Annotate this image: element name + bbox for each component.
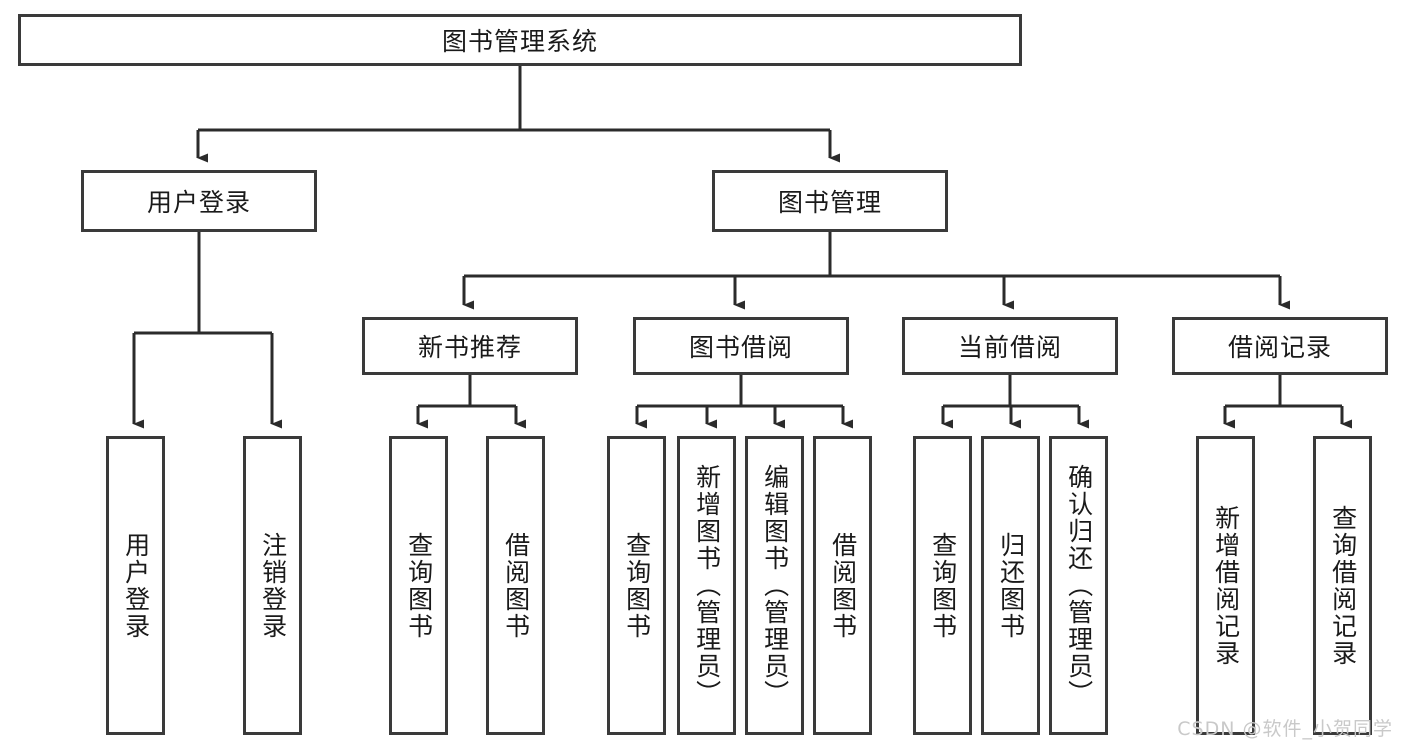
node-book-borrow-label: 图书借阅 <box>688 333 793 362</box>
node-borrow-record-label: 借阅记录 <box>1227 333 1332 362</box>
node-root[interactable]: 图书管理系统 <box>18 14 1022 66</box>
leaf-label: 查询图书 <box>622 531 652 640</box>
node-user-login[interactable]: 用户登录 <box>81 170 317 232</box>
leaf-label: 查询图书 <box>404 531 434 640</box>
node-current-borrow-label: 当前借阅 <box>957 333 1062 362</box>
leaf-label: 查询图书 <box>928 531 958 640</box>
node-book-management-label: 图书管理 <box>777 188 882 217</box>
node-root-label: 图书管理系统 <box>441 27 598 56</box>
leaf-label: 借阅图书 <box>828 531 858 640</box>
leaf-node[interactable]: 注销登录 <box>243 436 302 735</box>
leaf-node[interactable]: 查询图书 <box>913 436 972 735</box>
leaf-label: 编辑图书（管理员） <box>760 464 790 707</box>
node-book-borrow[interactable]: 图书借阅 <box>633 317 849 375</box>
leaf-label: 注销登录 <box>258 531 288 640</box>
leaf-node[interactable]: 编辑图书（管理员） <box>745 436 804 735</box>
leaf-label: 查询借阅记录 <box>1328 504 1358 667</box>
leaf-node[interactable]: 借阅图书 <box>486 436 545 735</box>
leaf-label: 确认归还（管理员） <box>1064 464 1094 707</box>
node-user-login-label: 用户登录 <box>146 188 251 217</box>
leaf-node[interactable]: 借阅图书 <box>813 436 872 735</box>
connector-lines <box>132 66 1352 429</box>
leaf-node[interactable]: 确认归还（管理员） <box>1049 436 1108 735</box>
node-borrow-record[interactable]: 借阅记录 <box>1172 317 1388 375</box>
leaf-label: 归还图书 <box>996 531 1026 640</box>
leaf-label: 借阅图书 <box>501 531 531 640</box>
leaf-label: 新增借阅记录 <box>1211 504 1241 667</box>
leaf-node[interactable]: 查询图书 <box>389 436 448 735</box>
leaf-node[interactable]: 查询图书 <box>607 436 666 735</box>
leaf-label: 新增图书（管理员） <box>692 464 722 707</box>
leaf-node[interactable]: 新增图书（管理员） <box>677 436 736 735</box>
leaf-label: 用户登录 <box>121 531 151 640</box>
leaf-node[interactable]: 查询借阅记录 <box>1313 436 1372 735</box>
leaf-node[interactable]: 新增借阅记录 <box>1196 436 1255 735</box>
node-book-management[interactable]: 图书管理 <box>712 170 948 232</box>
node-new-book-recommend-label: 新书推荐 <box>417 333 522 362</box>
leaf-node[interactable]: 归还图书 <box>981 436 1040 735</box>
leaf-node[interactable]: 用户登录 <box>106 436 165 735</box>
node-new-book-recommend[interactable]: 新书推荐 <box>362 317 578 375</box>
node-current-borrow[interactable]: 当前借阅 <box>902 317 1118 375</box>
